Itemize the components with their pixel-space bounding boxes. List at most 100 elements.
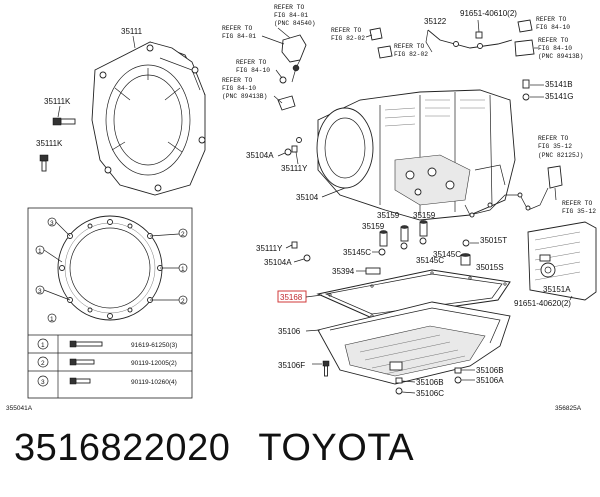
svg-text:90119-10260(4): 90119-10260(4) <box>131 379 177 386</box>
svg-text:REFER TO: REFER TO <box>331 27 361 34</box>
svg-text:(PNC 84540): (PNC 84540) <box>274 20 316 27</box>
gasket-35106a <box>454 376 462 384</box>
svg-text:REFER TO: REFER TO <box>222 25 252 32</box>
svg-text:FIG 84-10: FIG 84-10 <box>236 67 270 74</box>
svg-text:REFER TO: REFER TO <box>236 59 266 66</box>
svg-text:REFER TO: REFER TO <box>538 135 568 142</box>
svg-text:(PNC 82125J): (PNC 82125J) <box>538 152 583 159</box>
label-35104a-b: 35104A <box>264 258 292 267</box>
label-35394: 35394 <box>332 267 355 276</box>
bolt-35111k-b <box>39 154 49 172</box>
svg-text:REFER TO: REFER TO <box>394 43 424 50</box>
label-35104: 35104 <box>296 193 319 202</box>
label-91651-40620: 91651-40620(2) <box>514 299 571 308</box>
label-35159-c: 35159 <box>362 222 385 231</box>
svg-text:3: 3 <box>50 220 54 227</box>
legend-row-1: 1 91619-61250(3) <box>37 338 177 350</box>
magnet-35394 <box>365 267 381 275</box>
plug-35141b <box>522 79 530 89</box>
svg-text:1: 1 <box>181 266 185 273</box>
legend-row-3: 3 90119-10260(4) <box>37 375 177 387</box>
transmission-case-illustration <box>316 89 516 221</box>
svg-text:FIG 84-10: FIG 84-10 <box>222 85 256 92</box>
label-35151a: 35151A <box>543 285 571 294</box>
svg-text:FIG 84-01: FIG 84-01 <box>274 12 308 19</box>
connector-82-02-a <box>369 27 383 41</box>
svg-text:(PNC 89413B): (PNC 89413B) <box>222 93 267 100</box>
label-35106b-a: 35106B <box>476 366 504 375</box>
bolt-35111k-a <box>52 117 76 126</box>
svg-text:1: 1 <box>38 248 42 255</box>
connector-82-02-b <box>377 45 393 59</box>
bolt-35111y-a <box>291 145 298 153</box>
svg-text:FIG 84-01: FIG 84-01 <box>222 33 256 40</box>
svg-text:2: 2 <box>181 298 185 305</box>
svg-text:90119-12005(2): 90119-12005(2) <box>131 360 177 367</box>
sensor-harness-left <box>277 27 307 111</box>
strainer-35015s <box>460 253 471 266</box>
connector-84-10-a <box>517 19 533 33</box>
label-35104a-a: 35104A <box>246 151 274 160</box>
oil-pan-gasket-35168 <box>316 269 511 319</box>
label-35106c: 35106C <box>416 389 444 398</box>
label-35168-highlight: 35168 <box>277 290 307 303</box>
label-35106b-b: 35106B <box>416 378 444 387</box>
plug-35104a-b <box>303 254 311 262</box>
label-35111: 35111 <box>121 27 143 36</box>
label-35145c-b: 35145C <box>433 250 461 259</box>
part-number: 3516822020 <box>14 427 231 469</box>
gasket-35106c <box>395 387 403 395</box>
parts-diagram: 35111 35111K 35111K 3 2 1 2 1 3 1 <box>6 4 597 412</box>
figure-code-left: 355041A <box>6 405 33 412</box>
label-35106: 35106 <box>278 327 301 336</box>
svg-text:3: 3 <box>41 379 45 386</box>
label-35106a: 35106A <box>476 376 504 385</box>
svg-text:(PNC 89413B): (PNC 89413B) <box>538 53 583 60</box>
oil-pan-35106 <box>317 301 511 385</box>
svg-text:2: 2 <box>181 231 185 238</box>
label-35141g: 35141G <box>545 92 573 101</box>
svg-text:FIG 84-10: FIG 84-10 <box>536 24 570 31</box>
label-35159-b: 35159 <box>413 211 436 220</box>
brand-name: TOYOTA <box>258 427 415 469</box>
oil-tubes-35159 <box>379 220 428 247</box>
oil-pipe-35122 <box>425 29 513 53</box>
plug-35104a-a <box>284 148 292 156</box>
svg-text:1: 1 <box>41 342 45 349</box>
svg-text:REFER TO: REFER TO <box>222 77 252 84</box>
svg-text:3: 3 <box>38 288 42 295</box>
svg-text:1: 1 <box>50 316 54 323</box>
label-35141b: 35141B <box>545 80 573 89</box>
svg-text:FIG 35-12: FIG 35-12 <box>538 143 572 150</box>
figure-code-right: 356825A <box>555 405 582 412</box>
label-35168: 35168 <box>280 293 303 302</box>
label-91651-40610: 91651-40610(2) <box>460 9 517 18</box>
bolt-35111y-b <box>291 241 298 249</box>
label-35111y-b: 35111Y <box>256 244 283 253</box>
label-35145c-c: 35145C <box>416 256 444 265</box>
connector-84-10-b <box>514 39 535 57</box>
label-35159-a: 35159 <box>377 211 400 220</box>
label-35122: 35122 <box>424 17 447 26</box>
svg-text:FIG 82-02: FIG 82-02 <box>394 51 428 58</box>
svg-text:REFER TO: REFER TO <box>536 16 566 23</box>
svg-text:2: 2 <box>41 360 45 367</box>
bolt-pattern-inset: 3 2 1 2 1 3 1 <box>27 207 193 399</box>
label-35015s: 35015S <box>476 263 504 272</box>
svg-text:REFER TO: REFER TO <box>538 37 568 44</box>
label-35106f: 35106F <box>278 361 305 370</box>
svg-text:FIG 35-12: FIG 35-12 <box>562 208 596 215</box>
svg-text:FIG 84-10: FIG 84-10 <box>538 45 572 52</box>
legend-row-2: 2 90119-12005(2) <box>37 356 177 368</box>
svg-text:FIG 82-02: FIG 82-02 <box>331 35 365 42</box>
bell-housing-illustration <box>91 41 206 196</box>
part-caption: 3516822020 TOYOTA <box>14 427 414 470</box>
speed-sensor <box>547 165 563 201</box>
label-35015t: 35015T <box>480 236 507 245</box>
valve-body-35151a <box>527 221 597 301</box>
plug-35106b-b <box>395 377 403 384</box>
svg-text:91619-61250(3): 91619-61250(3) <box>131 342 177 349</box>
label-35145c-a: 35145C <box>343 248 371 257</box>
plug-35106b-a <box>454 367 462 374</box>
label-35111k-b: 35111K <box>36 139 63 148</box>
